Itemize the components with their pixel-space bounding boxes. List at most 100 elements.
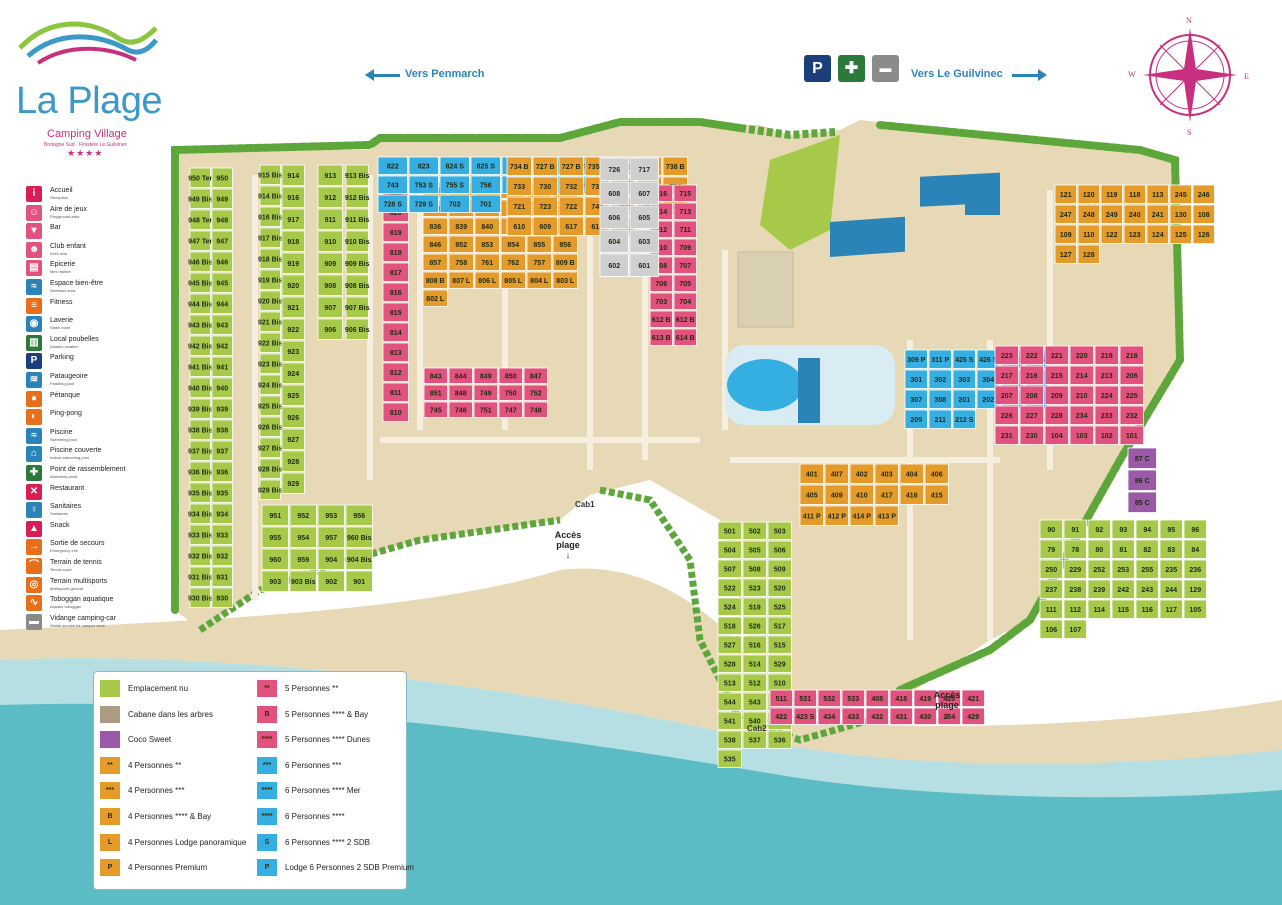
pitch-number: 903 Bis [291, 579, 316, 586]
service-sublabel: Multisports ground [50, 585, 83, 591]
pitch-number: 752 [530, 390, 542, 397]
service-sublabel: Waste service for camper vans [50, 622, 105, 628]
service-legend-item: ●Pétanque [26, 390, 166, 409]
pitch-number: 916 Bis [258, 214, 283, 221]
pitch [382, 342, 409, 362]
pitch-number: 814 [390, 330, 402, 337]
pitch [211, 461, 233, 482]
access-label: plage [935, 700, 959, 710]
arrow-right-icon [1038, 69, 1047, 81]
pitch [470, 194, 501, 213]
pitch-number: 733 [513, 184, 525, 191]
pitch-number: 122 [1106, 232, 1118, 239]
legend-label: 4 Personnes *** [128, 786, 185, 796]
pitch-number: 422 [775, 714, 787, 721]
pitch-number: 948 [216, 217, 228, 224]
pitch [742, 654, 767, 673]
pitch-number: 907 Bis [345, 305, 370, 312]
pitch [532, 176, 558, 196]
pitch [448, 367, 473, 384]
pitch [865, 689, 889, 707]
legend-label: Coco Sweet [128, 735, 172, 745]
pitch-number: 940 Bis [188, 385, 213, 392]
pitch-number: 960 Bis [347, 535, 372, 542]
pitch [673, 310, 697, 328]
pitch-number: 702 [449, 201, 461, 208]
pitch-number: 423 S [796, 714, 815, 721]
pitch-number: 750 [505, 390, 517, 397]
pitch-number: 81 [1119, 547, 1127, 554]
pitch [1044, 405, 1069, 425]
pitch [345, 296, 369, 318]
pitch [211, 440, 233, 461]
pitch-number: 839 [455, 224, 467, 231]
pitch [1019, 425, 1044, 445]
pitch [281, 428, 305, 450]
pitch [1100, 224, 1123, 244]
pitch-number: 732 [565, 184, 577, 191]
pitch [558, 156, 584, 176]
water-slide-icon: ∿ [26, 595, 42, 612]
service-label: Piscine couverte [50, 447, 102, 455]
pitch [345, 252, 369, 274]
pitch [717, 616, 742, 635]
pitch [793, 689, 817, 707]
pitch [841, 689, 865, 707]
pitch [259, 332, 281, 353]
pitch-number: 309 P [907, 357, 926, 364]
service-legend-item: ▾Bar [26, 223, 166, 241]
service-legend-item: ▲Snack [26, 520, 166, 539]
pitch-number: 806 L [478, 278, 497, 285]
pitch-number: 728 S [384, 201, 403, 208]
pitch-number: 401 [806, 471, 818, 478]
pitch-number: 935 [216, 490, 228, 497]
ping-pong-icon: ◐ [26, 409, 42, 426]
pitch [189, 356, 211, 377]
pitch-number: 816 [390, 290, 402, 297]
pitch-number: 404 [906, 471, 918, 478]
pitch [474, 271, 500, 289]
pitch-number: 215 [1051, 373, 1063, 380]
pitch-number: 904 [325, 557, 337, 564]
pitch [448, 217, 474, 235]
pitch [673, 220, 697, 238]
pitch [259, 395, 281, 416]
pitch [649, 292, 673, 310]
pitch [717, 692, 742, 711]
pitch [904, 369, 928, 389]
pitch [448, 253, 474, 271]
pitch-number: 201 [958, 397, 970, 404]
assembly-point-icon: ✚ [26, 465, 42, 481]
pitch-number: 853 [481, 242, 493, 249]
pitch-number: 761 [481, 260, 493, 267]
service-legend-item: ◐Ping-pong [26, 409, 166, 427]
pitch [1039, 579, 1063, 599]
pitch-number: 213 [1101, 373, 1113, 380]
pitch-number: 617 [565, 224, 577, 231]
pitch [717, 521, 742, 540]
pitch-number: 116 [1142, 607, 1153, 614]
pitch-number: 745 [430, 407, 442, 414]
pitch [629, 157, 659, 181]
pitch-number: 511 [776, 696, 787, 703]
pitch [259, 269, 281, 290]
pitch-number: 431 [895, 714, 907, 721]
swimming-pool [727, 359, 803, 411]
pitch-number: 519 [749, 604, 761, 611]
pitch [189, 566, 211, 587]
pitch [1039, 539, 1063, 559]
pitch-number: 205 [910, 417, 922, 424]
pitch-number: 544 [724, 699, 736, 706]
legend-swatch: **** [257, 808, 277, 825]
pitch [211, 314, 233, 335]
pitch [377, 194, 408, 213]
pitch [599, 205, 629, 229]
service-sublabel: Sanitaries [50, 511, 68, 517]
beach-access-east: Accès plage ↓ [927, 690, 967, 720]
pitch-number: 502 [749, 528, 761, 535]
pitch-number: 126 [1198, 232, 1210, 239]
pitch [629, 253, 659, 277]
